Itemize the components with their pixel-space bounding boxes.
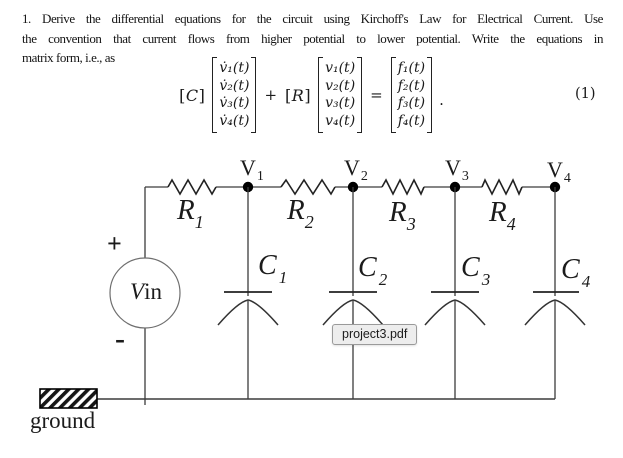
vector-vdot-row: v̇₂(t) bbox=[219, 77, 250, 94]
vector-f-row: f₁(t) bbox=[397, 60, 426, 76]
vector-vdot-row: v̇₁(t) bbox=[219, 60, 250, 76]
vector-v-row: v₁(t) bbox=[325, 60, 356, 76]
vector-f-row: f₂(t) bbox=[397, 77, 426, 94]
resistor-r1-symbol bbox=[167, 178, 217, 196]
resistor-label-r2: R2 bbox=[287, 194, 314, 232]
resistor-r4-symbol bbox=[481, 178, 523, 197]
resistor-label-r4: R4 bbox=[489, 196, 516, 234]
vector-f-row: f₄(t) bbox=[397, 112, 426, 129]
vin-source-circle bbox=[109, 257, 181, 329]
capacitor-c4-arc bbox=[524, 299, 586, 326]
capacitor-curved-plates bbox=[217, 299, 586, 326]
capacitor-c3-arc bbox=[424, 299, 486, 326]
vector-f-row: f₃(t) bbox=[397, 95, 426, 111]
node-label-v2: V2 bbox=[344, 155, 368, 184]
node-label-v4: V4 bbox=[547, 157, 571, 186]
resistors bbox=[167, 178, 523, 197]
plus-terminal-label: + bbox=[107, 229, 122, 258]
minus-terminal-label: - bbox=[115, 322, 125, 355]
problem-line-3: matrix form, i.e., as bbox=[22, 50, 115, 65]
capacitor-branches bbox=[247, 187, 556, 399]
vin-source-label: Vin bbox=[130, 279, 162, 304]
coefficient-c: [C] bbox=[179, 85, 206, 105]
vector-vdot-row: v̇₄(t) bbox=[219, 112, 250, 129]
capacitor-c1-arc bbox=[217, 299, 279, 326]
ground-label: ground bbox=[30, 408, 96, 433]
filename-tooltip: project3.pdf bbox=[332, 324, 418, 345]
problem-line-1: 1. Derive the differential equations for… bbox=[22, 11, 603, 26]
plus-operator: + bbox=[264, 86, 278, 104]
node-label-v1: V1 bbox=[240, 155, 264, 184]
ground-symbol bbox=[39, 388, 98, 409]
coefficient-r: [R] bbox=[285, 85, 312, 105]
vector-v: v₁(t) v₂(t) v₃(t) v₄(t) bbox=[318, 57, 363, 133]
node-label-v3: V3 bbox=[445, 155, 469, 184]
resistor-label-r1: R1 bbox=[177, 194, 204, 232]
resistor-label-r3: R3 bbox=[389, 196, 416, 234]
problem-statement: 1. Derive the differential equations for… bbox=[22, 9, 603, 68]
vector-vdot-row: v̇₃(t) bbox=[219, 95, 250, 111]
problem-line-2: the convention that current flows from h… bbox=[22, 30, 603, 46]
equation-number: (1) bbox=[575, 86, 596, 102]
vector-v-row: v₂(t) bbox=[325, 77, 356, 94]
vector-v-row: v₄(t) bbox=[325, 112, 356, 129]
resistor-r3-symbol bbox=[381, 178, 425, 196]
vector-f: f₁(t) f₂(t) f₃(t) f₄(t) bbox=[390, 57, 433, 133]
capacitor-c2-arc bbox=[322, 299, 384, 326]
vector-vdot: v̇₁(t) v̇₂(t) v̇₃(t) v̇₄(t) bbox=[212, 57, 257, 133]
equation-period: . bbox=[439, 91, 444, 109]
matrix-equation: [C] v̇₁(t) v̇₂(t) v̇₃(t) v̇₄(t) + [R] v₁… bbox=[0, 57, 623, 133]
equals-operator: = bbox=[370, 86, 383, 104]
vector-v-row: v₃(t) bbox=[325, 95, 356, 111]
resistor-r2-symbol bbox=[280, 178, 336, 196]
